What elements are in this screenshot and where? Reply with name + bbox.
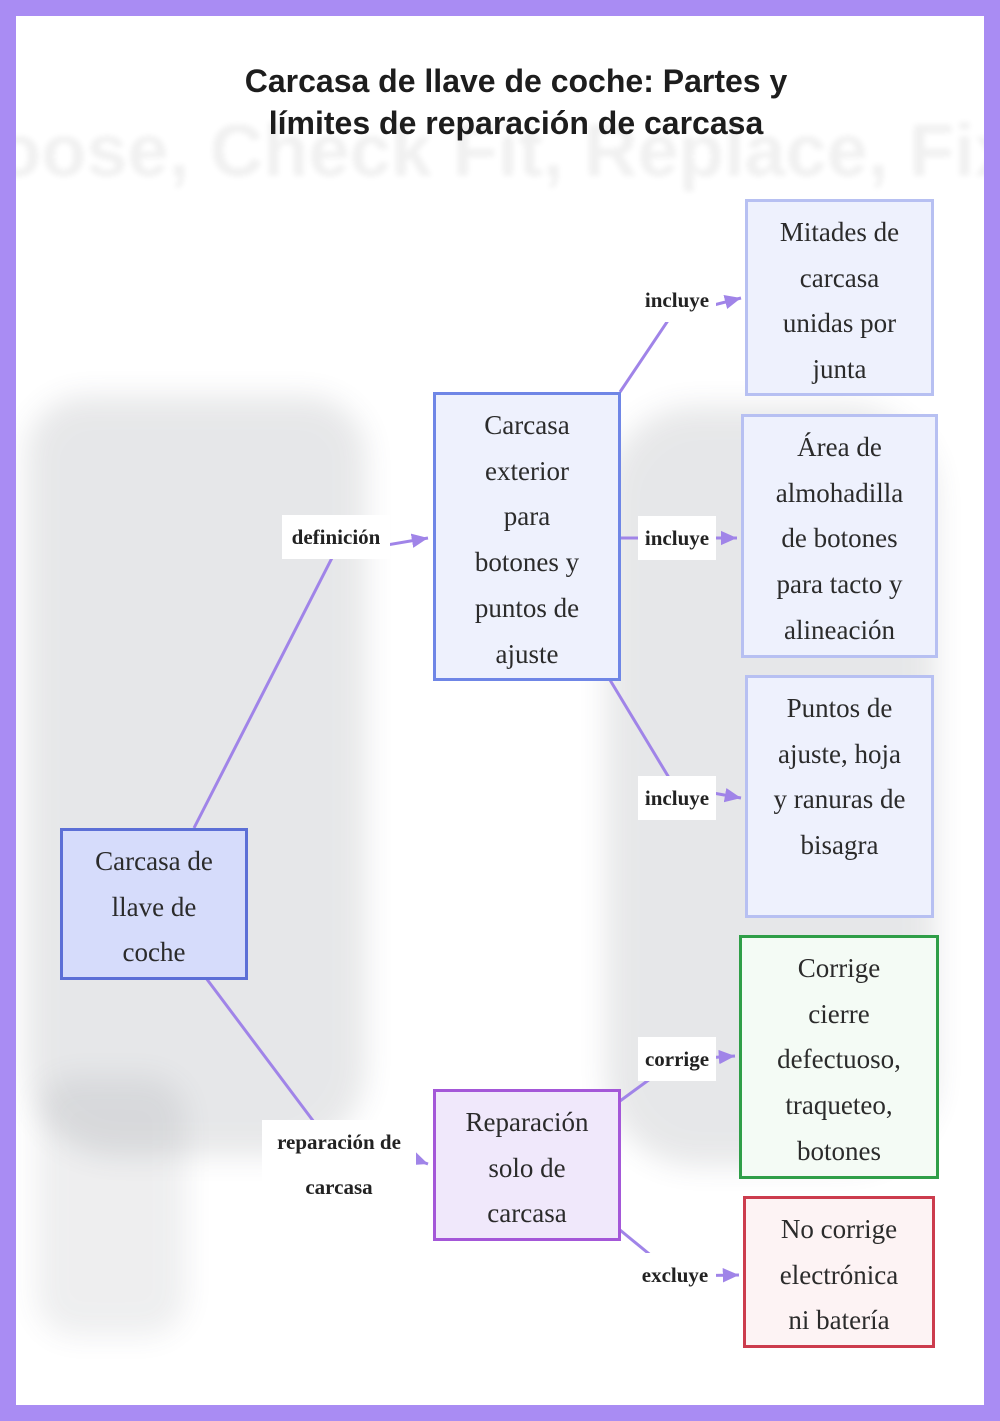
node-fit-points-line-1: Puntos de	[774, 686, 906, 732]
node-not-fixes-line-1: No corrige	[780, 1207, 898, 1253]
node-not-fixes: No corrige electrónica ni batería	[743, 1196, 935, 1348]
node-fixes-line-1: Corrige	[777, 946, 901, 992]
node-outer-shell-line-3: para	[475, 494, 579, 540]
node-car-key-shell-line-3: coche	[95, 930, 213, 976]
edge-label-shell-repair-line-1: reparación de	[277, 1120, 401, 1165]
node-car-key-shell-line-2: llave de	[95, 885, 213, 931]
edge-root-to-outer-shell	[194, 538, 428, 828]
edge-label-shell-repair: reparación de carcasa	[262, 1120, 416, 1210]
node-button-pad-area-line-5: alineación	[776, 608, 903, 654]
edge-label-definition: definición	[282, 515, 390, 559]
node-button-pad-area-line-1: Área de	[776, 425, 903, 471]
node-car-key-shell: Carcasa de llave de coche	[60, 828, 248, 980]
node-not-fixes-line-2: electrónica	[780, 1253, 898, 1299]
node-fit-points: Puntos de ajuste, hoja y ranuras de bisa…	[745, 675, 934, 918]
edge-label-includes-fit-points: incluye	[638, 776, 716, 820]
edge-label-includes-halves: incluye	[638, 278, 716, 322]
node-outer-shell-line-2: exterior	[475, 449, 579, 495]
node-shell-halves-line-3: unidas por	[780, 301, 899, 347]
edge-label-excludes: excluye	[634, 1253, 716, 1297]
node-not-fixes-line-3: ni batería	[780, 1298, 898, 1344]
node-shell-halves-line-4: junta	[780, 347, 899, 393]
edge-label-shell-repair-line-2: carcasa	[277, 1165, 401, 1210]
node-fixes-line-3: defectuoso,	[777, 1037, 901, 1083]
node-button-pad-area-line-4: para tacto y	[776, 562, 903, 608]
node-shell-only-repair-line-2: solo de	[466, 1146, 589, 1192]
node-outer-shell: Carcasa exterior para botones y puntos d…	[433, 392, 621, 681]
node-shell-only-repair: Reparación solo de carcasa	[433, 1089, 621, 1241]
node-button-pad-area-line-2: almohadilla	[776, 471, 903, 517]
node-fixes-line-5: botones	[777, 1129, 901, 1175]
node-shell-halves-line-1: Mitades de	[780, 210, 899, 256]
node-fit-points-line-4: bisagra	[774, 823, 906, 869]
node-button-pad-area-line-3: de botones	[776, 516, 903, 562]
edge-label-includes-pad-area: incluye	[638, 516, 716, 560]
node-shell-only-repair-line-3: carcasa	[466, 1191, 589, 1237]
node-outer-shell-line-1: Carcasa	[475, 403, 579, 449]
node-fit-points-line-2: ajuste, hoja	[774, 732, 906, 778]
node-outer-shell-line-5: puntos de	[475, 586, 579, 632]
node-fixes-line-2: cierre	[777, 992, 901, 1038]
node-fit-points-line-3: y ranuras de	[774, 777, 906, 823]
edge-label-fixes: corrige	[638, 1037, 716, 1081]
node-outer-shell-line-4: botones y	[475, 540, 579, 586]
node-outer-shell-line-6: ajuste	[475, 632, 579, 678]
diagram-canvas: oose, Check Fit, Replace, Fix Carcasa de…	[16, 16, 984, 1405]
node-fixes: Corrige cierre defectuoso, traqueteo, bo…	[739, 935, 939, 1179]
node-shell-halves: Mitades de carcasa unidas por junta	[745, 199, 934, 396]
node-button-pad-area: Área de almohadilla de botones para tact…	[741, 414, 938, 658]
node-fixes-line-4: traqueteo,	[777, 1083, 901, 1129]
node-shell-halves-line-2: carcasa	[780, 256, 899, 302]
node-shell-only-repair-line-1: Reparación	[466, 1100, 589, 1146]
node-car-key-shell-line-1: Carcasa de	[95, 839, 213, 885]
